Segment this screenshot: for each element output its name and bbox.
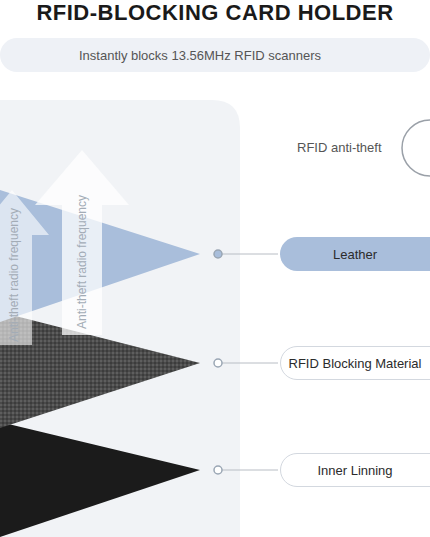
icon-caption: RFID anti-theft <box>297 140 382 155</box>
layer-label-pill: RFID Blocking Material <box>280 346 430 380</box>
node-text: RFID Blocking Material <box>289 356 422 371</box>
upward-arrow <box>35 150 129 335</box>
background-panel <box>0 100 240 537</box>
arrow-text: Anti-theft radio frequency <box>7 208 21 342</box>
diagram-title: RFID-BLOCKING CARD HOLDER <box>0 0 430 26</box>
lining-layer <box>0 422 200 537</box>
layer-label-pill: Inner Linning <box>280 453 430 487</box>
upward-arrow <box>0 190 49 345</box>
layer-label-pill: Leather <box>280 237 430 271</box>
leader-dots <box>214 250 222 474</box>
subtitle-band: Instantly blocks 13.56MHz RFID scanners <box>0 38 430 72</box>
node-text: Inner Linning <box>317 463 392 478</box>
leader-lines <box>222 254 278 470</box>
arrow-text: Anti-theft radio frequency <box>75 195 89 329</box>
node-text: Leather <box>333 247 377 262</box>
node-text: Instantly blocks 13.56MHz RFID scanners <box>79 48 321 63</box>
icon-circle <box>402 120 430 176</box>
